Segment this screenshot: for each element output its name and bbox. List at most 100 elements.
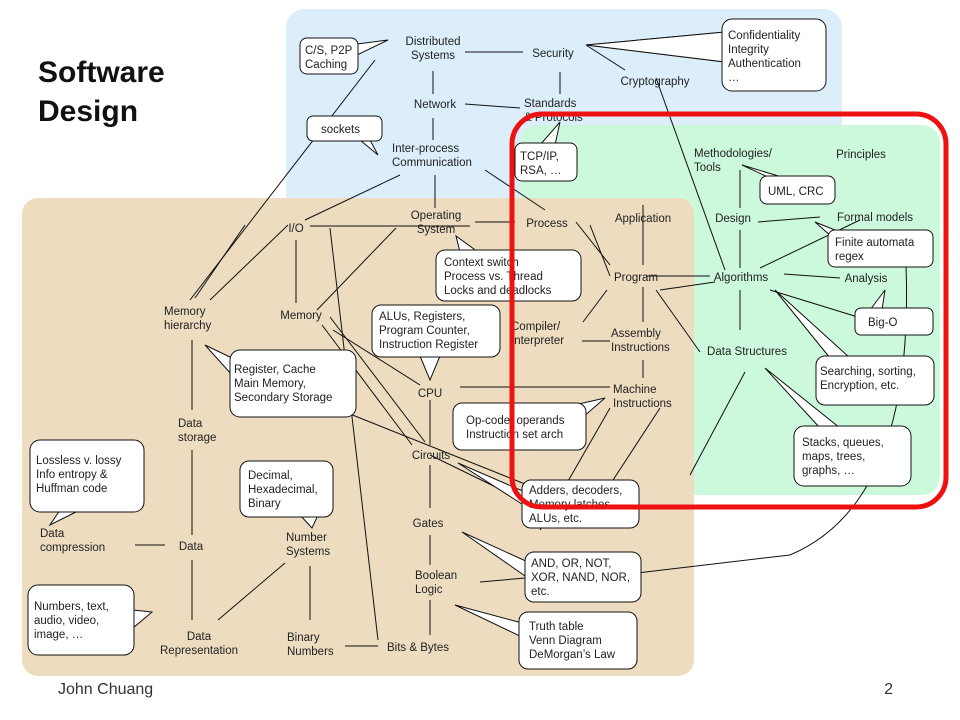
node-binary-numbers: Binary Numbers [287, 632, 334, 658]
callout-text: Info entropy & [36, 469, 108, 481]
callout-cs-p2p: C/S, P2P Caching [299, 37, 389, 75]
node-label: storage [178, 432, 216, 444]
callout-text: image, … [34, 629, 83, 641]
node-data: Data [179, 541, 204, 553]
node-label: Systems [411, 50, 455, 62]
node-label: Methodologies/ [694, 148, 773, 160]
node-data-structures: Data Structures [707, 346, 787, 358]
node-label: Machine [613, 384, 656, 396]
callout-tcp-ip: TCP/IP, RSA, … [514, 121, 578, 182]
node-principles: Principles [836, 149, 886, 161]
node-data-representation: Data Representation [160, 631, 238, 657]
callout-text: Lossless v. lossy [36, 455, 122, 467]
callout-text: AND, OR, NOT, [531, 558, 612, 570]
node-label: Memory [280, 310, 322, 322]
callout-alus-registers: ALUs, Registers, Program Counter, Instru… [371, 304, 501, 382]
node-cryptography: Cryptography [620, 76, 689, 88]
node-label: Representation [160, 645, 238, 657]
node-label: Gates [413, 518, 444, 530]
callout-big-o: Big-O [854, 289, 934, 336]
node-label: Standards [524, 98, 577, 110]
node-bits-bytes: Bits & Bytes [387, 642, 449, 654]
node-label: Cryptography [620, 76, 689, 88]
node-label: Algorithms [714, 272, 769, 284]
callout-text: Register, Cache [234, 364, 316, 376]
callout-searching-sorting: Searching, sorting, Encryption, etc. [774, 289, 935, 406]
callout-uml-crc: UML, CRC [741, 164, 836, 205]
callout-text: Truth table [529, 621, 584, 633]
callout-text: Locks and deadlocks [444, 285, 552, 297]
callout-text: Context switch [444, 257, 519, 269]
node-label: Tools [694, 162, 721, 174]
node-label: Communication [392, 157, 472, 169]
node-label: Interpreter [511, 335, 564, 347]
node-label: Instructions [611, 342, 670, 354]
callout-context-switch: Context switch Process vs. Thread Locks … [435, 234, 582, 302]
highlight-frame [509, 111, 949, 510]
node-distributed-systems: Distributed Systems [406, 36, 461, 62]
callout-text: graphs, … [802, 465, 855, 477]
callout-decimal: Decimal, Hexadecimal, Binary [239, 460, 334, 529]
callout-text: Stacks, queues, [802, 437, 884, 449]
node-operating-system: Operating System [411, 210, 462, 236]
callout-text: Main Memory, [234, 378, 306, 390]
author-name: John Chuang [58, 681, 153, 698]
node-security: Security [532, 48, 574, 60]
node-label: Numbers [287, 646, 334, 658]
node-assembly-instructions: Assembly Instructions [611, 328, 670, 354]
callout-text: UML, CRC [768, 186, 824, 198]
callout-and-or: AND, OR, NOT, XOR, NAND, NOR, etc. [461, 531, 642, 603]
callout-text: … [728, 72, 740, 84]
node-label: Logic [415, 584, 443, 596]
callout-text: Integrity [728, 44, 769, 56]
callout-text: Program Counter, [379, 325, 470, 337]
node-label: hierarchy [164, 320, 212, 332]
node-machine-instructions: Machine Instructions [613, 384, 672, 410]
node-application: Application [615, 213, 671, 225]
connectors [135, 31, 908, 647]
callout-text: ALUs, Registers, [379, 311, 465, 323]
node-label: Compiler/ [511, 321, 561, 333]
node-algorithms: Algorithms [714, 272, 769, 284]
node-data-compression: Data compression [40, 528, 105, 554]
node-label: Analysis [845, 273, 888, 285]
node-label: Binary [287, 632, 320, 644]
callout-register-cache: Register, Cache Main Memory, Secondary S… [204, 344, 357, 418]
callout-text: TCP/IP, [520, 151, 559, 163]
node-label: Bits & Bytes [387, 642, 449, 654]
node-program: Program [614, 272, 658, 284]
node-cpu: CPU [418, 388, 442, 400]
node-methodologies-tools: Methodologies/ Tools [694, 148, 773, 174]
slide-footer: John Chuang 2 [58, 681, 893, 698]
node-memory-hierarchy: Memory hierarchy [164, 306, 212, 332]
node-label: Data [179, 541, 204, 553]
callout-text: Big-O [868, 317, 897, 329]
title-line: Design [38, 95, 138, 128]
node-label: Circuits [412, 450, 451, 462]
callout-finite-automata: Finite automata regex [814, 221, 934, 268]
node-label: CPU [418, 388, 442, 400]
callout-text: Authentication [728, 58, 801, 70]
node-circuits: Circuits [412, 450, 451, 462]
node-label: Data Structures [707, 346, 787, 358]
node-analysis: Analysis [845, 273, 888, 285]
node-formal-models: Formal models [837, 212, 913, 224]
callout-text: Instruction set arch [466, 429, 563, 441]
node-label: Data [40, 528, 65, 540]
node-label: I/O [288, 223, 303, 235]
node-compiler-interpreter: Compiler/ Interpreter [511, 321, 564, 347]
page-number: 2 [884, 681, 893, 698]
node-gates: Gates [413, 518, 444, 530]
node-data-storage: Data storage [178, 418, 216, 444]
node-memory: Memory [280, 310, 322, 322]
callout-text: Process vs. Thread [444, 271, 543, 283]
node-label: Network [414, 99, 456, 111]
node-label: Assembly [611, 328, 661, 340]
callout-op-code: Op-code, operands Instruction set arch [452, 397, 606, 451]
node-label: Data [187, 631, 212, 643]
node-label: Data [178, 418, 203, 430]
callout-text: Venn Diagram [529, 635, 602, 647]
node-label: Instructions [613, 398, 672, 410]
node-label: Memory [164, 306, 206, 318]
